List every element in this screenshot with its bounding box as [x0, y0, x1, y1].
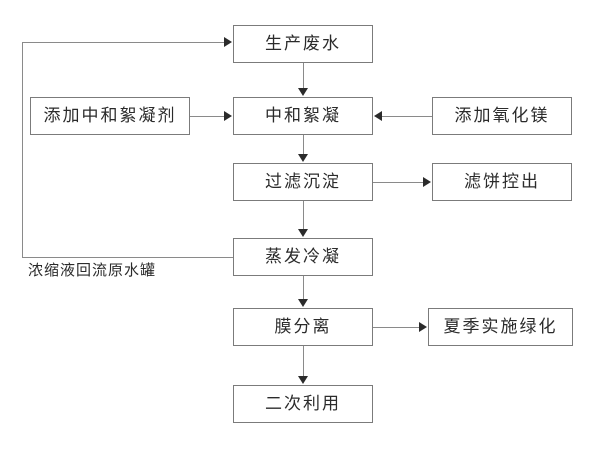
node-evaporation-condense[interactable]: 蒸发冷凝 — [233, 238, 373, 276]
arrowhead-filter-to-evaporation — [298, 229, 308, 237]
edge-recycle-left-riser — [22, 42, 23, 258]
label-concentrate-return-note: 浓缩液回流原水罐 — [28, 262, 157, 279]
edge-recycle-top-segment — [22, 42, 225, 43]
edge-mgo-to-neutral — [382, 116, 432, 117]
edge-membrane-to-greening — [373, 327, 420, 328]
node-label-add-neutral-floc: 添加中和絮凝剂 — [43, 105, 177, 125]
node-label-add-magnesium-oxide: 添加氧化镁 — [454, 105, 550, 125]
arrowhead-membrane-to-greening — [419, 322, 427, 332]
arrowhead-floc-agent-to-neutral — [224, 111, 232, 121]
node-membrane-separation[interactable]: 膜分离 — [233, 308, 373, 346]
node-add-magnesium-oxide[interactable]: 添加氧化镁 — [432, 97, 572, 135]
node-summer-greening[interactable]: 夏季实施绿化 — [428, 308, 573, 346]
edge-membrane-to-reuse — [303, 346, 304, 377]
edge-floc-agent-to-neutral — [190, 116, 225, 117]
arrowhead-evaporation-to-membrane — [298, 299, 308, 307]
node-label-evaporation-condense: 蒸发冷凝 — [265, 246, 341, 266]
arrowhead-neutral-to-filter — [298, 154, 308, 162]
edge-filter-to-evaporation — [303, 201, 304, 230]
node-filter-cake-out[interactable]: 滤饼控出 — [432, 163, 572, 201]
arrowhead-filter-to-cake — [423, 177, 431, 187]
node-production-wastewater[interactable]: 生产废水 — [233, 25, 373, 63]
edge-neutral-to-filter — [303, 135, 304, 155]
node-label-membrane-separation: 膜分离 — [274, 316, 332, 336]
node-label-summer-greening: 夏季实施绿化 — [443, 316, 558, 336]
node-label-secondary-reuse: 二次利用 — [265, 393, 341, 413]
node-filter-precipitation[interactable]: 过滤沉淀 — [233, 163, 373, 201]
arrowhead-wastewater-to-neutral — [298, 88, 308, 96]
edge-evaporation-to-membrane — [303, 276, 304, 300]
edge-filter-to-cake — [373, 182, 424, 183]
node-secondary-reuse[interactable]: 二次利用 — [233, 385, 373, 423]
arrowhead-mgo-to-neutral — [374, 111, 382, 121]
arrowhead-membrane-to-reuse — [298, 376, 308, 384]
arrowhead-recycle-to-wastewater — [224, 37, 232, 47]
node-label-filter-precipitation: 过滤沉淀 — [265, 171, 341, 191]
node-label-filter-cake-out: 滤饼控出 — [464, 171, 540, 191]
node-label-production-wastewater: 生产废水 — [265, 33, 341, 53]
node-add-neutral-floc[interactable]: 添加中和絮凝剂 — [30, 97, 190, 135]
edge-wastewater-to-neutral — [303, 63, 304, 89]
edge-recycle-bottom-segment — [22, 257, 233, 258]
node-label-neutral-flocculation: 中和絮凝 — [265, 105, 341, 125]
node-neutral-flocculation[interactable]: 中和絮凝 — [233, 97, 373, 135]
